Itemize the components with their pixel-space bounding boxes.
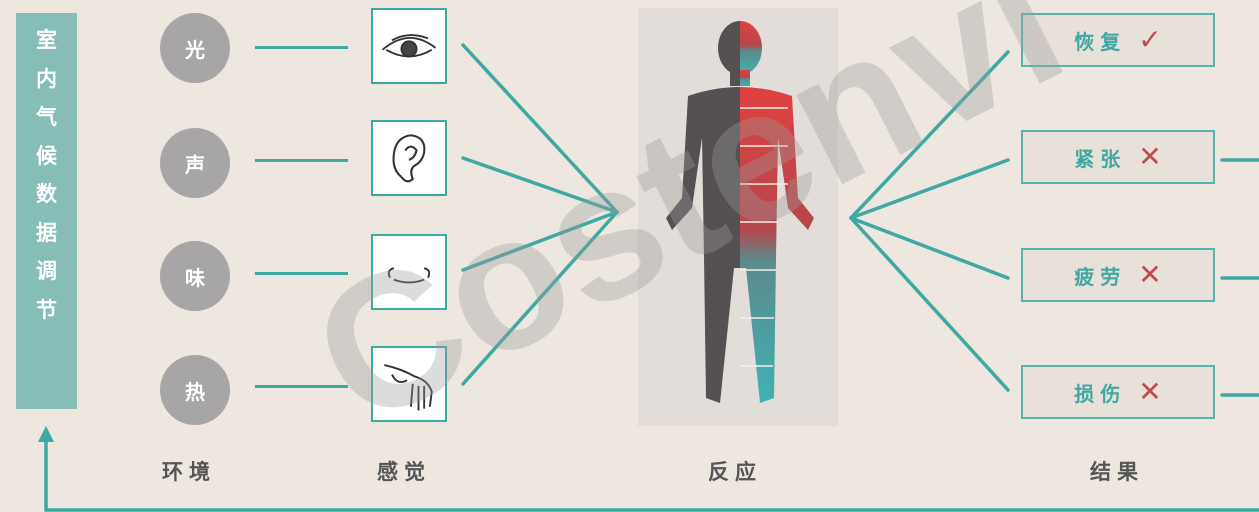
- hand-icon: [371, 346, 447, 422]
- label-results: 结果: [1090, 456, 1144, 486]
- feedback-arrow-head: [38, 426, 54, 442]
- eye-icon: [371, 8, 447, 84]
- result-label: 紧张: [1074, 143, 1126, 172]
- result-label: 损伤: [1074, 378, 1126, 407]
- ear-icon: [371, 120, 447, 196]
- env-circle-smell: 味: [160, 241, 230, 311]
- result-recovery: 恢复 ✓: [1021, 13, 1215, 67]
- human-figure: [638, 8, 838, 426]
- result-fatigue: 疲劳 ✕: [1021, 248, 1215, 302]
- check-icon: ✓: [1138, 26, 1161, 54]
- connector-line: [255, 272, 348, 275]
- result-label: 恢复: [1074, 26, 1126, 55]
- connector-line: [255, 385, 348, 388]
- env-circle-light: 光: [160, 13, 230, 83]
- label-reaction: 反应: [708, 456, 762, 486]
- connector-line: [255, 159, 348, 162]
- env-circle-heat: 热: [160, 355, 230, 425]
- env-circle-sound: 声: [160, 128, 230, 198]
- result-injury: 损伤 ✕: [1021, 365, 1215, 419]
- label-environment: 环境: [162, 456, 216, 486]
- connector-line: [255, 46, 348, 49]
- result-tension: 紧张 ✕: [1021, 130, 1215, 184]
- result-label: 疲劳: [1074, 261, 1126, 290]
- nose-icon: [371, 234, 447, 310]
- cross-icon: ✕: [1138, 261, 1161, 289]
- cross-icon: ✕: [1138, 143, 1161, 171]
- cross-icon: ✕: [1138, 378, 1161, 406]
- label-senses: 感觉: [377, 456, 431, 486]
